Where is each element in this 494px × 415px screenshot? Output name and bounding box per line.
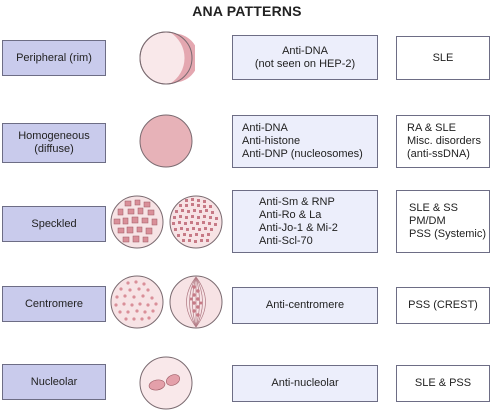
pattern-label-homogeneous: Homogeneous (diffuse) — [2, 123, 106, 163]
antibodies-nucleolar: Anti-nucleolar — [232, 365, 378, 402]
disease-homogeneous: RA & SLE Misc. disorders (anti-ssDNA) — [396, 115, 490, 168]
antibodies-peripheral: Anti-DNA (not seen on HEP-2) — [232, 35, 378, 80]
diagram-title: ANA PATTERNS — [192, 3, 302, 19]
antibodies-speckled: Anti-Sm & RNP Anti-Ro & La Anti-Jo-1 & M… — [232, 190, 378, 253]
nucleolar-nucleus-image — [139, 356, 193, 410]
disease-nucleolar: SLE & PSS — [396, 365, 490, 402]
centromere-interphase-nucleus-image — [110, 275, 164, 329]
pattern-label-nucleolar: Nucleolar — [2, 364, 106, 400]
pattern-label-peripheral: Peripheral (rim) — [2, 40, 106, 76]
disease-centromere: PSS (CREST) — [396, 287, 490, 324]
antibodies-centromere: Anti-centromere — [232, 287, 378, 324]
speckled-fine-nucleus-image — [169, 195, 223, 249]
pattern-label-centromere: Centromere — [2, 286, 106, 322]
pattern-label-speckled: Speckled — [2, 206, 106, 242]
homogeneous-nucleus-image — [139, 114, 193, 168]
speckled-coarse-nucleus-image — [110, 195, 164, 249]
antibodies-homogeneous: Anti-DNA Anti-histone Anti-DNP (nucleoso… — [232, 115, 378, 168]
disease-peripheral: SLE — [396, 36, 490, 80]
disease-speckled: SLE & SS PM/DM PSS (Systemic) — [396, 190, 490, 253]
peripheral-rim-nucleus-image — [139, 31, 195, 85]
centromere-mitotic-nucleus-image — [169, 275, 223, 329]
